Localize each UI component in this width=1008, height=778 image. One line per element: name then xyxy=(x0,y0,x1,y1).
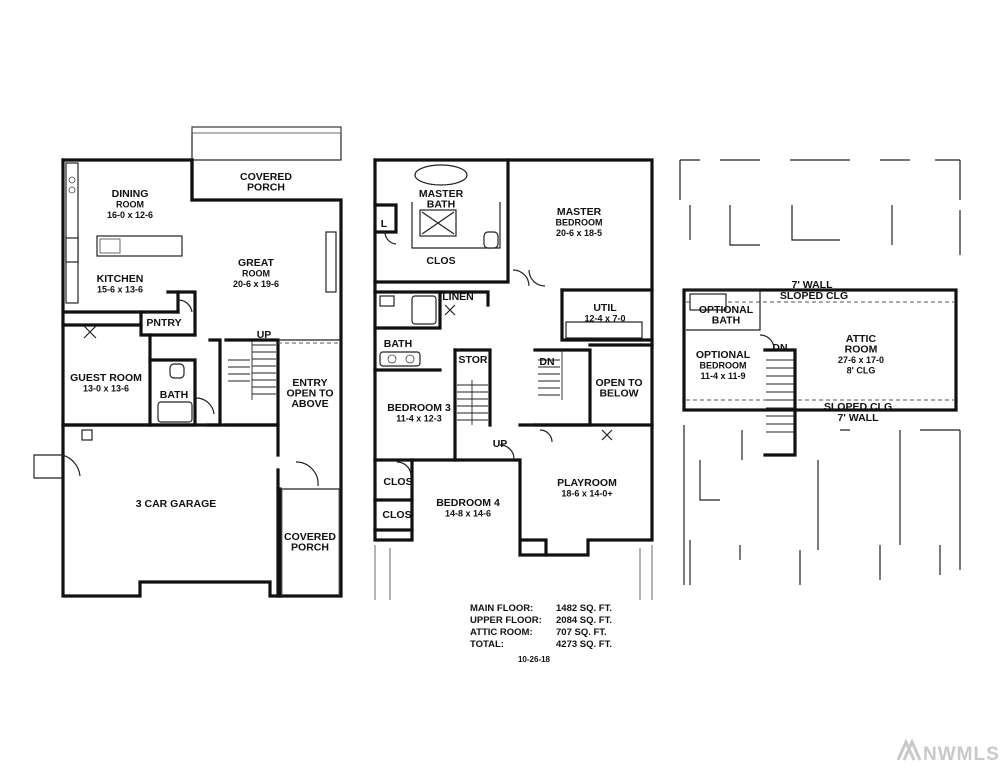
main-floor-guest-label: 13-0 x 13-6 xyxy=(83,384,129,394)
main-floor-great-label: 20-6 x 19-6 xyxy=(233,279,279,289)
upper-floor-open-below-label: OPEN TO xyxy=(595,377,642,389)
upper-floor-master-bed-label: 20-6 x 18-5 xyxy=(556,228,602,238)
attic-floor-opt-bed-label: OPTIONAL xyxy=(696,349,751,361)
upper-floor-master-bed-label: BEDROOM xyxy=(556,218,603,228)
upper-floor-clos-b-label: CLOS xyxy=(382,509,411,521)
main-floor-entry-label: OPEN TO xyxy=(286,388,333,400)
main-floor-great-label: GREAT xyxy=(238,257,275,269)
main-floor-entry-label: ENTRY xyxy=(292,377,327,389)
upper-floor-util-label: 12-4 x 7-0 xyxy=(584,314,625,324)
upper-floor-open-below-label: BELOW xyxy=(599,388,638,400)
upper-floor-master-bed-label: MASTER xyxy=(557,206,602,218)
attic-floor-attic-room-label: 8' CLG xyxy=(847,366,876,376)
summary-label-main: MAIN FLOOR: xyxy=(470,603,533,614)
attic-floor-sloped-top-label: SLOPED CLG xyxy=(780,290,848,302)
main-floor-kitchen-label: KITCHEN xyxy=(97,273,144,285)
nwmls-watermark: NWMLS xyxy=(896,738,1000,765)
watermark-text: NWMLS xyxy=(923,744,1000,765)
upper-floor-stor-label: STOR xyxy=(459,354,488,366)
main-floor-kitchen-label: 15-6 x 13-6 xyxy=(97,285,143,295)
upper-floor-bedroom3-label: BEDROOM 3 xyxy=(387,402,451,414)
main-floor-covered-porch-side-label: COVERED xyxy=(284,531,336,543)
area-summary: MAIN FLOOR: 1482 SQ. FT. UPPER FLOOR: 20… xyxy=(470,603,612,664)
summary-value-total: 4273 SQ. FT. xyxy=(556,639,612,650)
summary-value-main: 1482 SQ. FT. xyxy=(556,603,612,614)
attic-floor-dn-label: DN xyxy=(772,342,787,354)
upper-floor-master-bath-label: BATH xyxy=(427,199,455,211)
nwmls-logo-icon xyxy=(896,738,922,761)
upper-floor-bedroom3-label: 11-4 x 12-3 xyxy=(396,414,442,424)
attic-floor-attic-room-label: 27-6 x 17-0 xyxy=(838,355,884,365)
attic-floor-wall-top-label: 7' WALL xyxy=(792,279,834,291)
attic-floor-sloped-bottom-label: SLOPED CLG xyxy=(824,401,892,413)
attic-floor-wall-bottom-label: 7' WALL xyxy=(838,412,880,424)
attic-floor-attic-room-label: ATTIC xyxy=(846,333,877,345)
attic-floor-opt-bed-label: BEDROOM xyxy=(700,361,747,371)
main-floor-guest-label: GUEST ROOM xyxy=(70,372,142,384)
main-floor-great-label: ROOM xyxy=(242,269,270,279)
main-floor-dining-label: ROOM xyxy=(116,200,144,210)
upper-floor-clos-a-label: CLOS xyxy=(383,476,412,488)
attic-floor-opt-bed-label: 11-4 x 11-9 xyxy=(700,371,745,381)
summary-value-attic: 707 SQ. FT. xyxy=(556,627,607,638)
upper-floor-bedroom4-label: 14-8 x 14-6 xyxy=(445,509,491,519)
attic-floor-attic-room-label: ROOM xyxy=(845,344,878,356)
main-floor-up-label: UP xyxy=(257,329,272,341)
summary-label-attic: ATTIC ROOM: xyxy=(470,627,533,638)
upper-floor-master-bath-label: MASTER xyxy=(419,188,464,200)
attic-floor-opt-bath-label: BATH xyxy=(712,315,740,327)
main-floor-pntry-label: PNTRY xyxy=(146,317,181,329)
upper-floor-util-label: UTIL xyxy=(593,302,617,314)
upper-floor-bedroom4-label: BEDROOM 4 xyxy=(436,497,500,509)
main-floor-entry-label: ABOVE xyxy=(291,398,328,410)
upper-floor-up-label: UP xyxy=(493,438,508,450)
upper-floor-plan xyxy=(373,158,654,600)
summary-label-upper: UPPER FLOOR: xyxy=(470,615,542,626)
main-floor-dining-label: DINING xyxy=(112,188,149,200)
attic-floor-plan xyxy=(679,159,961,585)
upper-floor-dn-label: DN xyxy=(539,356,554,368)
main-floor-plan xyxy=(33,126,343,598)
upper-floor-playroom-label: 18-6 x 14-0+ xyxy=(561,489,612,499)
main-floor-covered-porch-top-label: COVERED xyxy=(240,171,292,183)
upper-floor-playroom-label: PLAYROOM xyxy=(557,477,617,489)
main-floor-bath-label: BATH xyxy=(160,389,188,401)
main-floor-garage-label: 3 CAR GARAGE xyxy=(136,498,217,510)
attic-floor-opt-bath-label: OPTIONAL xyxy=(699,304,754,316)
upper-floor-l-label: L xyxy=(381,218,388,230)
upper-floor-clos-master-label: CLOS xyxy=(426,255,455,267)
main-floor-dining-label: 16-0 x 12-6 xyxy=(107,210,153,220)
summary-label-total: TOTAL: xyxy=(470,639,504,650)
main-floor-covered-porch-side-label: PORCH xyxy=(291,542,329,554)
summary-value-upper: 2084 SQ. FT. xyxy=(556,615,612,626)
main-floor-covered-porch-top-label: PORCH xyxy=(247,182,285,194)
plan-date: 10-26-18 xyxy=(518,655,551,664)
upper-floor-bath-label: BATH xyxy=(384,338,412,350)
upper-floor-linen-label: LINEN xyxy=(442,291,474,303)
